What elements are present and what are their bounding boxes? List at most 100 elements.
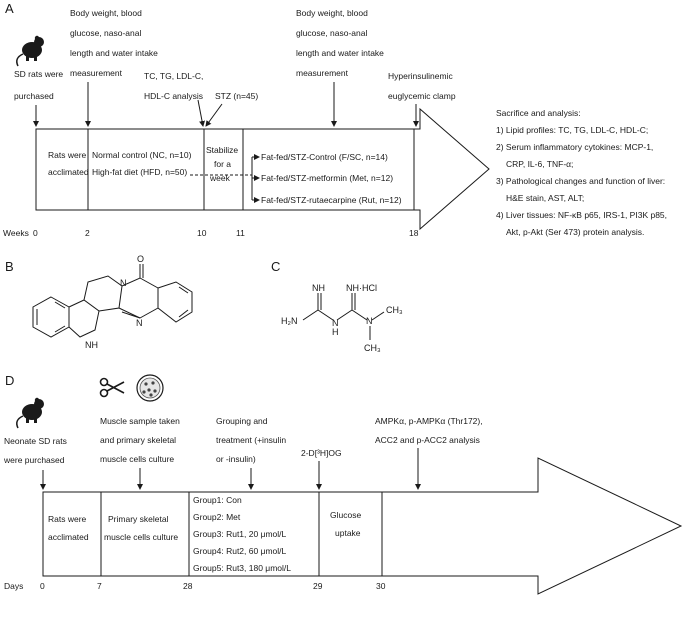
svg-text:were purchased: were purchased xyxy=(3,455,65,465)
arrow-tc xyxy=(197,99,206,127)
svg-text:Rats were: Rats were xyxy=(48,150,87,160)
panel-c-label: C xyxy=(271,259,280,274)
svg-text:Grouping and: Grouping and xyxy=(216,416,268,426)
atom-o: O xyxy=(137,254,144,264)
svg-text:High-fat diet (HFD, n=50): High-fat diet (HFD, n=50) xyxy=(92,167,187,177)
svg-text:Muscle sample taken: Muscle sample taken xyxy=(100,416,180,426)
svg-text:Neonate SD rats: Neonate SD rats xyxy=(4,436,67,446)
tick-day-0: 0 xyxy=(40,581,45,591)
svg-text:muscle cells culture: muscle cells culture xyxy=(104,532,178,542)
svg-text:H&E stain, AST, ALT;: H&E stain, AST, ALT; xyxy=(506,193,584,203)
svg-text:Group3: Rut1, 20 μmol/L: Group3: Rut1, 20 μmol/L xyxy=(193,529,287,539)
atom-h: H xyxy=(332,327,339,337)
box-uptake: Glucose uptake xyxy=(330,510,361,538)
tick-week-2: 2 xyxy=(85,228,90,238)
svg-text:glucose, naso-anal: glucose, naso-anal xyxy=(296,28,367,38)
atom-nh: NH xyxy=(85,340,98,350)
svg-text:CRP, IL-6, TNF-α;: CRP, IL-6, TNF-α; xyxy=(506,159,573,169)
event-dog-text: 2-D[³H]OG xyxy=(301,448,342,458)
event-measure-1-text: Body weight, blood glucose, naso-anal le… xyxy=(70,8,158,78)
atom-n-1: N xyxy=(120,278,127,288)
svg-text:Hyperinsulinemic: Hyperinsulinemic xyxy=(388,71,453,81)
svg-text:TC, TG, LDL-C,: TC, TG, LDL-C, xyxy=(144,71,203,81)
timeline-arrow-d xyxy=(42,457,683,595)
box-acclimated-a: Rats were acclimated xyxy=(48,150,89,177)
petri-dish-icon xyxy=(136,374,164,402)
event-ampk-text: AMPKα, p-AMPKα (Thr172), ACC2 and p-ACC2… xyxy=(375,416,483,445)
box-groups-2: Fat-fed/STZ-Control (F/SC, n=14) Fat-fed… xyxy=(261,152,402,205)
tick-day-29: 29 xyxy=(313,581,323,591)
atom-nh-imine: NH xyxy=(312,283,325,293)
svg-text:Rats were: Rats were xyxy=(48,514,87,524)
tick-week-18: 18 xyxy=(409,228,419,238)
svg-text:Glucose: Glucose xyxy=(330,510,361,520)
svg-text:AMPKα, p-AMPKα (Thr172),: AMPKα, p-AMPKα (Thr172), xyxy=(375,416,483,426)
svg-text:acclimated: acclimated xyxy=(48,167,89,177)
event-purchase-text: SD rats were purchased xyxy=(14,69,63,101)
svg-text:SD rats were: SD rats were xyxy=(14,69,63,79)
svg-text:Normal control (NC, n=10): Normal control (NC, n=10) xyxy=(92,150,192,160)
svg-text:length and water intake: length and water intake xyxy=(70,48,158,58)
svg-text:ACC2 and p-ACC2 analysis: ACC2 and p-ACC2 analysis xyxy=(375,435,480,445)
svg-text:HDL-C analysis: HDL-C analysis xyxy=(144,91,203,101)
event-clamp-text: Hyperinsulinemic euglycemic clamp xyxy=(388,71,456,101)
rat-icon xyxy=(16,397,44,429)
rutaecarpine-structure xyxy=(32,264,193,338)
box-groups-1: Normal control (NC, n=10) High-fat diet … xyxy=(92,150,192,177)
event-purchase-text-d: Neonate SD rats were purchased xyxy=(3,436,67,465)
svg-text:acclimated: acclimated xyxy=(48,532,89,542)
axis-label-weeks: Weeks xyxy=(3,228,29,238)
svg-text:3) Pathological changes and fu: 3) Pathological changes and function of … xyxy=(496,176,665,186)
panel-a-label: A xyxy=(5,1,14,16)
tick-week-11: 11 xyxy=(236,228,245,238)
analysis-list: Sacrifice and analysis: 1) Lipid profile… xyxy=(496,108,667,237)
svg-text:Group1: Con: Group1: Con xyxy=(193,495,242,505)
svg-text:Primary skeletal: Primary skeletal xyxy=(108,514,169,524)
event-measure-2-text: Body weight, blood glucose, naso-anal le… xyxy=(296,8,384,78)
svg-text:Body weight, blood: Body weight, blood xyxy=(70,8,142,18)
svg-text:measurement: measurement xyxy=(296,68,349,78)
event-muscle-text: Muscle sample taken and primary skeletal… xyxy=(100,416,180,464)
box-culture: Primary skeletal muscle cells culture xyxy=(104,514,178,542)
svg-text:glucose, naso-anal: glucose, naso-anal xyxy=(70,28,141,38)
atom-ch3-1: CH₃ xyxy=(386,305,403,315)
svg-text:Fat-fed/STZ-rutaecarpine (Rut,: Fat-fed/STZ-rutaecarpine (Rut, n=12) xyxy=(261,195,402,205)
svg-text:treatment (+insulin: treatment (+insulin xyxy=(216,435,286,445)
svg-text:Fat-fed/STZ-Control (F/SC, n=1: Fat-fed/STZ-Control (F/SC, n=14) xyxy=(261,152,388,162)
box-groups-d: Group1: Con Group2: Met Group3: Rut1, 20… xyxy=(193,495,291,573)
atom-n-center: N xyxy=(332,318,339,328)
atom-ch3-2: CH₃ xyxy=(364,343,381,353)
tick-day-30: 30 xyxy=(376,581,386,591)
svg-text:Stabilize: Stabilize xyxy=(206,145,238,155)
svg-text:2) Serum inflammatory cytokine: 2) Serum inflammatory cytokines: MCP-1, xyxy=(496,142,653,152)
svg-text:uptake: uptake xyxy=(335,528,361,538)
svg-text:and primary skeletal: and primary skeletal xyxy=(100,435,176,445)
arrow-stz xyxy=(205,103,223,127)
panel-d-label: D xyxy=(5,373,14,388)
svg-text:Akt, p-Akt (Ser 473) protein a: Akt, p-Akt (Ser 473) protein analysis. xyxy=(506,227,644,237)
axis-label-days: Days xyxy=(4,581,23,591)
tick-day-28: 28 xyxy=(183,581,193,591)
atom-nh-hcl: NH·HCl xyxy=(346,283,377,293)
timeline-arrow-a xyxy=(35,107,490,231)
svg-text:Sacrifice and analysis:: Sacrifice and analysis: xyxy=(496,108,581,118)
svg-text:1) Lipid profiles: TC, TG, LDL: 1) Lipid profiles: TC, TG, LDL-C, HDL-C; xyxy=(496,125,648,135)
svg-text:euglycemic clamp: euglycemic clamp xyxy=(388,91,456,101)
atom-h2n: H₂N xyxy=(281,316,298,326)
metformin-structure xyxy=(302,293,385,340)
svg-text:muscle cells culture: muscle cells culture xyxy=(100,454,174,464)
svg-text:week: week xyxy=(209,173,231,183)
tick-week-10: 10 xyxy=(197,228,207,238)
event-grouping-text: Grouping and treatment (+insulin or -ins… xyxy=(216,416,286,464)
atom-n-dimethyl: N xyxy=(366,316,373,326)
svg-text:Fat-fed/STZ-metformin (Met, n=: Fat-fed/STZ-metformin (Met, n=12) xyxy=(261,173,393,183)
svg-text:4) Liver tissues: NF-κB p65, I: 4) Liver tissues: NF-κB p65, IRS-1, PI3K… xyxy=(496,210,667,220)
tick-week-0: 0 xyxy=(33,228,38,238)
svg-text:Body weight, blood: Body weight, blood xyxy=(296,8,368,18)
box-stabilize: Stabilize for a week xyxy=(206,145,238,183)
svg-text:or -insulin): or -insulin) xyxy=(216,454,256,464)
tick-day-7: 7 xyxy=(97,581,102,591)
atom-n-2: N xyxy=(136,318,143,328)
panel-b-label: B xyxy=(5,259,14,274)
